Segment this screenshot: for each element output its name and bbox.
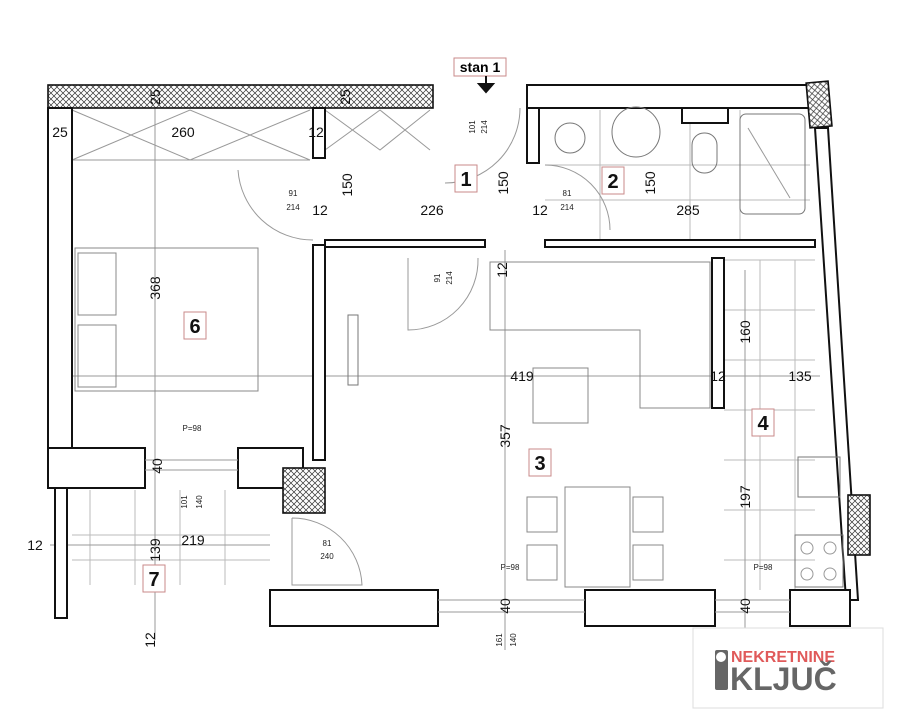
door-height: 214 — [560, 203, 574, 212]
floor-tiles — [50, 108, 820, 650]
logo-top-text: NEKRETNINE — [731, 649, 835, 666]
dim: 25 — [337, 89, 353, 105]
dining-table-icon — [564, 486, 631, 588]
dim: 12 — [142, 632, 158, 648]
dim: 160 — [737, 320, 753, 344]
parapet-height: P=98 — [754, 563, 773, 572]
dim: 12 — [494, 262, 510, 278]
logo-main-text: KLJUČ — [730, 661, 837, 697]
door-bath — [544, 164, 611, 231]
dim: 12 — [27, 537, 43, 553]
door-height: 214 — [445, 271, 454, 285]
dim: 197 — [737, 485, 753, 509]
window-width: 161 — [495, 633, 504, 647]
sink-icon — [611, 106, 661, 158]
wall-hall-bottom — [324, 239, 486, 248]
dim: 357 — [497, 424, 513, 448]
window-width: 101 — [180, 495, 189, 509]
balcony-rail — [54, 487, 68, 619]
door-height: 240 — [320, 552, 334, 561]
dim: 12 — [710, 368, 726, 384]
dim: 40 — [497, 598, 513, 614]
room-7: 7 — [148, 569, 159, 591]
door-height: 214 — [480, 120, 489, 134]
bed-icon — [74, 247, 259, 392]
partition-entry — [526, 107, 540, 164]
dim: 40 — [149, 458, 165, 474]
door-width: 81 — [563, 189, 572, 198]
bedroom-sill-left — [47, 447, 146, 489]
dim: 285 — [676, 202, 700, 218]
wall-bath-bottom — [544, 239, 816, 248]
coffee-table-icon — [532, 367, 589, 424]
room-6: 6 — [189, 316, 200, 338]
dim: 12 — [308, 124, 324, 140]
dim: 25 — [52, 124, 68, 140]
partition-bedroom-lower — [312, 244, 326, 461]
room-2: 2 — [607, 171, 618, 193]
parapet-height: P=98 — [501, 563, 520, 572]
room-4: 4 — [757, 413, 769, 435]
dim: 219 — [181, 532, 205, 548]
stove-icon — [794, 534, 844, 588]
dimension-labels: 25 25 25 260 12 12 150 226 150 12 150 28… — [27, 89, 812, 648]
column-middle — [282, 467, 326, 514]
exterior-wall-left — [47, 107, 73, 449]
exterior-wall-top — [47, 84, 434, 109]
furniture — [74, 106, 844, 588]
parapet-height: P=98 — [183, 424, 202, 433]
dim: 25 — [147, 89, 163, 105]
entrance-label: stan 1 — [460, 59, 501, 75]
logo: NEKRETNINE KLJUČ — [692, 627, 884, 709]
partition-kitchen — [711, 257, 725, 409]
partition-bedroom — [312, 107, 326, 159]
shower-icon — [739, 113, 806, 215]
room-labels: 1 2 3 4 6 7 — [142, 164, 775, 593]
washing-machine-icon — [554, 122, 586, 154]
door-living — [407, 257, 479, 331]
living-wall-bottom-left — [269, 589, 439, 627]
door-width: 91 — [289, 189, 298, 198]
dim: 150 — [339, 173, 355, 197]
toilet-icon — [691, 132, 718, 174]
living-wall-bottom-mid — [584, 589, 716, 627]
dim: 40 — [737, 598, 753, 614]
sofa-icon — [489, 261, 711, 409]
entrance-arrow-icon — [476, 76, 496, 94]
exterior-wall-top-right — [526, 84, 811, 109]
room-3: 3 — [534, 453, 545, 475]
window-height: 140 — [509, 633, 518, 647]
dim: 419 — [510, 368, 534, 384]
kitchen-sink-icon — [797, 456, 841, 498]
entrance-label-box — [453, 57, 507, 77]
dim: 150 — [495, 171, 511, 195]
dim: 135 — [788, 368, 812, 384]
dim: 139 — [147, 538, 163, 562]
dim: 226 — [420, 202, 444, 218]
walls — [47, 80, 871, 627]
dim: 368 — [147, 276, 163, 300]
room-1: 1 — [460, 169, 471, 191]
door-balcony — [291, 517, 363, 586]
door-bedroom — [237, 169, 314, 241]
exterior-wall-right — [813, 127, 860, 601]
dim: 12 — [532, 202, 548, 218]
opening-labels: 91 214 101 214 81 214 91 214 81 240 101 … — [180, 120, 773, 652]
living-wall-bottom-right — [789, 589, 851, 627]
dim: 12 — [312, 202, 328, 218]
door-height: 214 — [286, 203, 300, 212]
column-top-right — [805, 80, 833, 129]
door-width: 81 — [323, 539, 332, 548]
window-height: 140 — [195, 495, 204, 509]
dim: 260 — [171, 124, 195, 140]
door-width: 101 — [468, 120, 477, 134]
column-right — [847, 494, 871, 556]
dim: 150 — [642, 171, 658, 195]
door-width: 91 — [433, 273, 442, 282]
toilet-tank-icon — [681, 107, 729, 124]
wardrobe-icon — [347, 314, 359, 386]
